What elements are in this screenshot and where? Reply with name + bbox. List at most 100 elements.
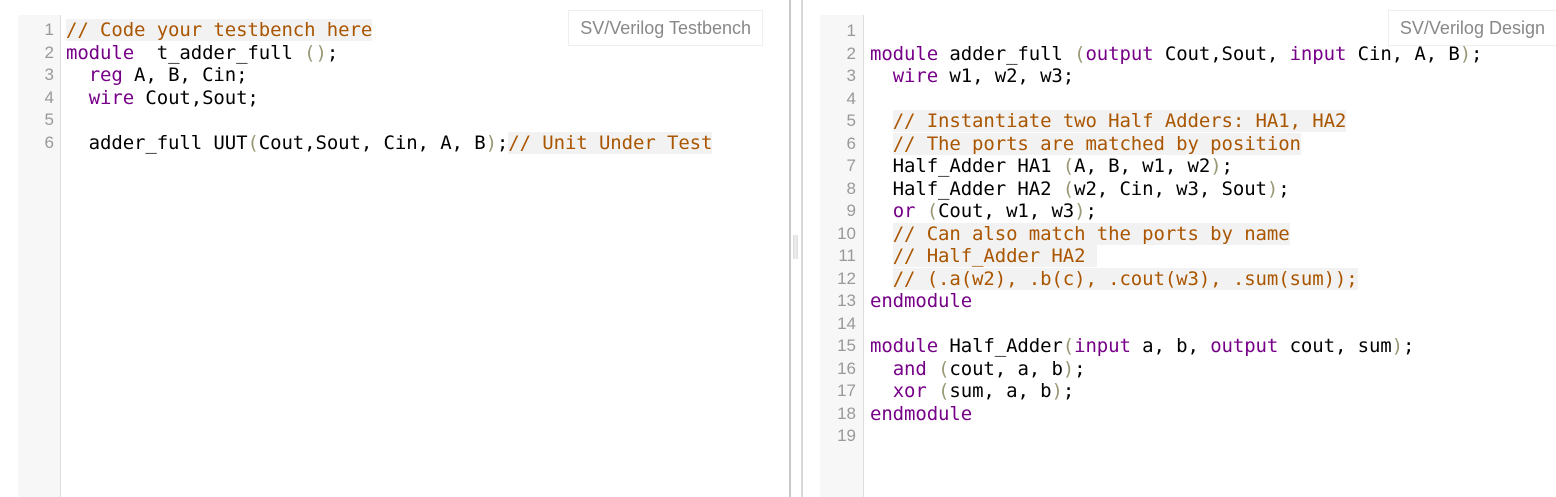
code-line[interactable]: 1// Code your testbench here — [0, 19, 789, 42]
code-token — [870, 268, 893, 290]
code-token — [66, 87, 89, 109]
line-number: 3 — [846, 66, 856, 85]
comment-token: // Instantiate two Half Adders: HA1, HA2 — [892, 110, 1347, 132]
code-line[interactable]: 5 — [0, 109, 789, 132]
line-text: endmodule — [870, 403, 972, 426]
keyword-token: endmodule — [870, 290, 973, 312]
code-line[interactable]: 4 wire Cout,Sout; — [0, 87, 789, 110]
code-token — [870, 223, 893, 245]
line-text: // Instantiate two Half Adders: HA1, HA2 — [870, 110, 1346, 133]
code-line[interactable]: 3 wire w1, w2, w3; — [803, 65, 1556, 88]
line-number: 13 — [837, 291, 856, 310]
drag-handle-icon[interactable] — [793, 235, 798, 259]
line-number: 19 — [837, 426, 856, 445]
code-line[interactable]: 5 // Instantiate two Half Adders: HA1, H… — [803, 110, 1556, 133]
bracket-token: ) — [485, 131, 497, 154]
line-number-gutter — [18, 15, 61, 497]
line-number: 15 — [837, 336, 856, 355]
line-number: 1 — [846, 21, 856, 40]
line-text: // Code your testbench here — [66, 19, 372, 42]
code-line[interactable]: 15 module Half_Adder(input a, b, output c… — [803, 335, 1556, 358]
line-number: 9 — [846, 201, 856, 220]
bracket-token: ) — [1266, 177, 1279, 200]
comment-token: // (.a(w2), .b(c), .cout(w3), .sum(sum))… — [892, 267, 1358, 290]
code-token — [870, 200, 893, 222]
bracket-token: ( — [926, 200, 939, 222]
line-number: 11 — [838, 246, 856, 265]
code-token: w1, w2, w3; — [938, 65, 1075, 87]
code-token: A, B, w1, w2 — [1074, 155, 1211, 177]
code-line[interactable]: 19 — [803, 425, 1556, 448]
code-line[interactable]: 10 // Can also match the ports by name — [803, 222, 1556, 246]
code-token: ; — [1074, 357, 1086, 380]
code-line[interactable]: 4 — [803, 88, 1556, 111]
code-line[interactable]: 16 and (cout, a, b); — [803, 358, 1556, 381]
code-line[interactable]: 3 reg A, B, Cin; — [0, 64, 789, 87]
line-number-gutter — [820, 15, 864, 497]
keyword-token: module — [66, 41, 135, 64]
keyword-token: xor — [892, 380, 927, 402]
code-token: ; — [1471, 42, 1483, 65]
code-token: cout, sum — [1278, 335, 1392, 357]
bracket-token: ( — [247, 131, 259, 154]
code-line[interactable]: 17 xor (sum, a, b); — [803, 380, 1556, 403]
code-token — [870, 380, 893, 402]
code-token: Cout,Sout, — [1153, 42, 1290, 65]
line-text: Half_Adder HA1 (A, B, w1, w2); — [870, 155, 1233, 178]
line-number: 12 — [837, 268, 856, 288]
line-text: Half_Adder HA2 (w2, Cin, w3, Sout); — [870, 178, 1290, 201]
splitter-line — [789, 0, 791, 497]
code-line[interactable]: 13 endmodule — [803, 290, 1556, 313]
bracket-token: ( — [938, 357, 950, 380]
code-token — [927, 380, 938, 402]
code-line[interactable]: 11 // Half_Adder HA2 — [803, 245, 1556, 268]
code-token — [66, 64, 89, 86]
code-token: ; — [496, 131, 509, 154]
comment-token: // Unit Under Test — [508, 131, 713, 154]
line-number: 6 — [846, 133, 856, 153]
code-line[interactable]: 1 — [803, 20, 1556, 43]
code-token: t_adder_full — [134, 41, 305, 64]
line-text: or (Cout, w1, w3); — [870, 200, 1097, 223]
comment-token: // Half_Adder HA2 — [892, 245, 1097, 267]
line-number: 8 — [846, 178, 856, 198]
code-line[interactable]: 8 Half_Adder HA2 (w2, Cin, w3, Sout); — [803, 178, 1556, 201]
code-token: Cin, A, B — [1346, 42, 1460, 65]
line-number: 14 — [837, 313, 856, 333]
line-text: wire Cout,Sout; — [66, 87, 259, 110]
line-number: 16 — [837, 358, 856, 378]
bracket-token: ) — [1051, 380, 1063, 402]
code-line[interactable]: 14 — [803, 313, 1556, 336]
code-token: cout, a, b — [949, 357, 1063, 380]
code-line[interactable]: 6 // The ports are matched by position — [803, 132, 1556, 156]
keyword-token: endmodule — [870, 402, 973, 425]
code-token: ; — [1085, 200, 1097, 222]
code-token: w2, Cin, w3, Sout — [1074, 177, 1267, 200]
code-line[interactable]: 9 or (Cout, w1, w3); — [803, 200, 1556, 223]
bracket-token: ) — [1459, 42, 1472, 65]
line-text: xor (sum, a, b); — [870, 380, 1075, 403]
code-line[interactable]: 6 adder_full UUT(Cout,Sout, Cin, A, B);/… — [0, 131, 789, 155]
code-line[interactable]: 12 // (.a(w2), .b(c), .cout(w3), .sum(su… — [803, 267, 1556, 291]
line-text: adder_full UUT(Cout,Sout, Cin, A, B);// … — [66, 131, 713, 155]
line-number: 5 — [846, 111, 856, 130]
keyword-token: output — [1085, 42, 1154, 65]
keyword-token: wire — [892, 65, 939, 87]
splitter-line — [801, 0, 803, 497]
code-token: Cout,Sout, Cin, A, B — [258, 131, 486, 154]
code-token — [870, 110, 893, 132]
code-line[interactable]: 7 Half_Adder HA1 (A, B, w1, w2); — [803, 155, 1556, 178]
testbench-label: SV/Verilog Testbench — [568, 10, 763, 46]
pane-splitter[interactable] — [789, 0, 803, 497]
line-text: module Half_Adder(input a, b, output cou… — [870, 335, 1414, 358]
code-token: Half_Adder HA2 — [870, 177, 1063, 200]
line-text: and (cout, a, b); — [870, 357, 1086, 381]
code-token: Half_Adder — [938, 335, 1063, 357]
